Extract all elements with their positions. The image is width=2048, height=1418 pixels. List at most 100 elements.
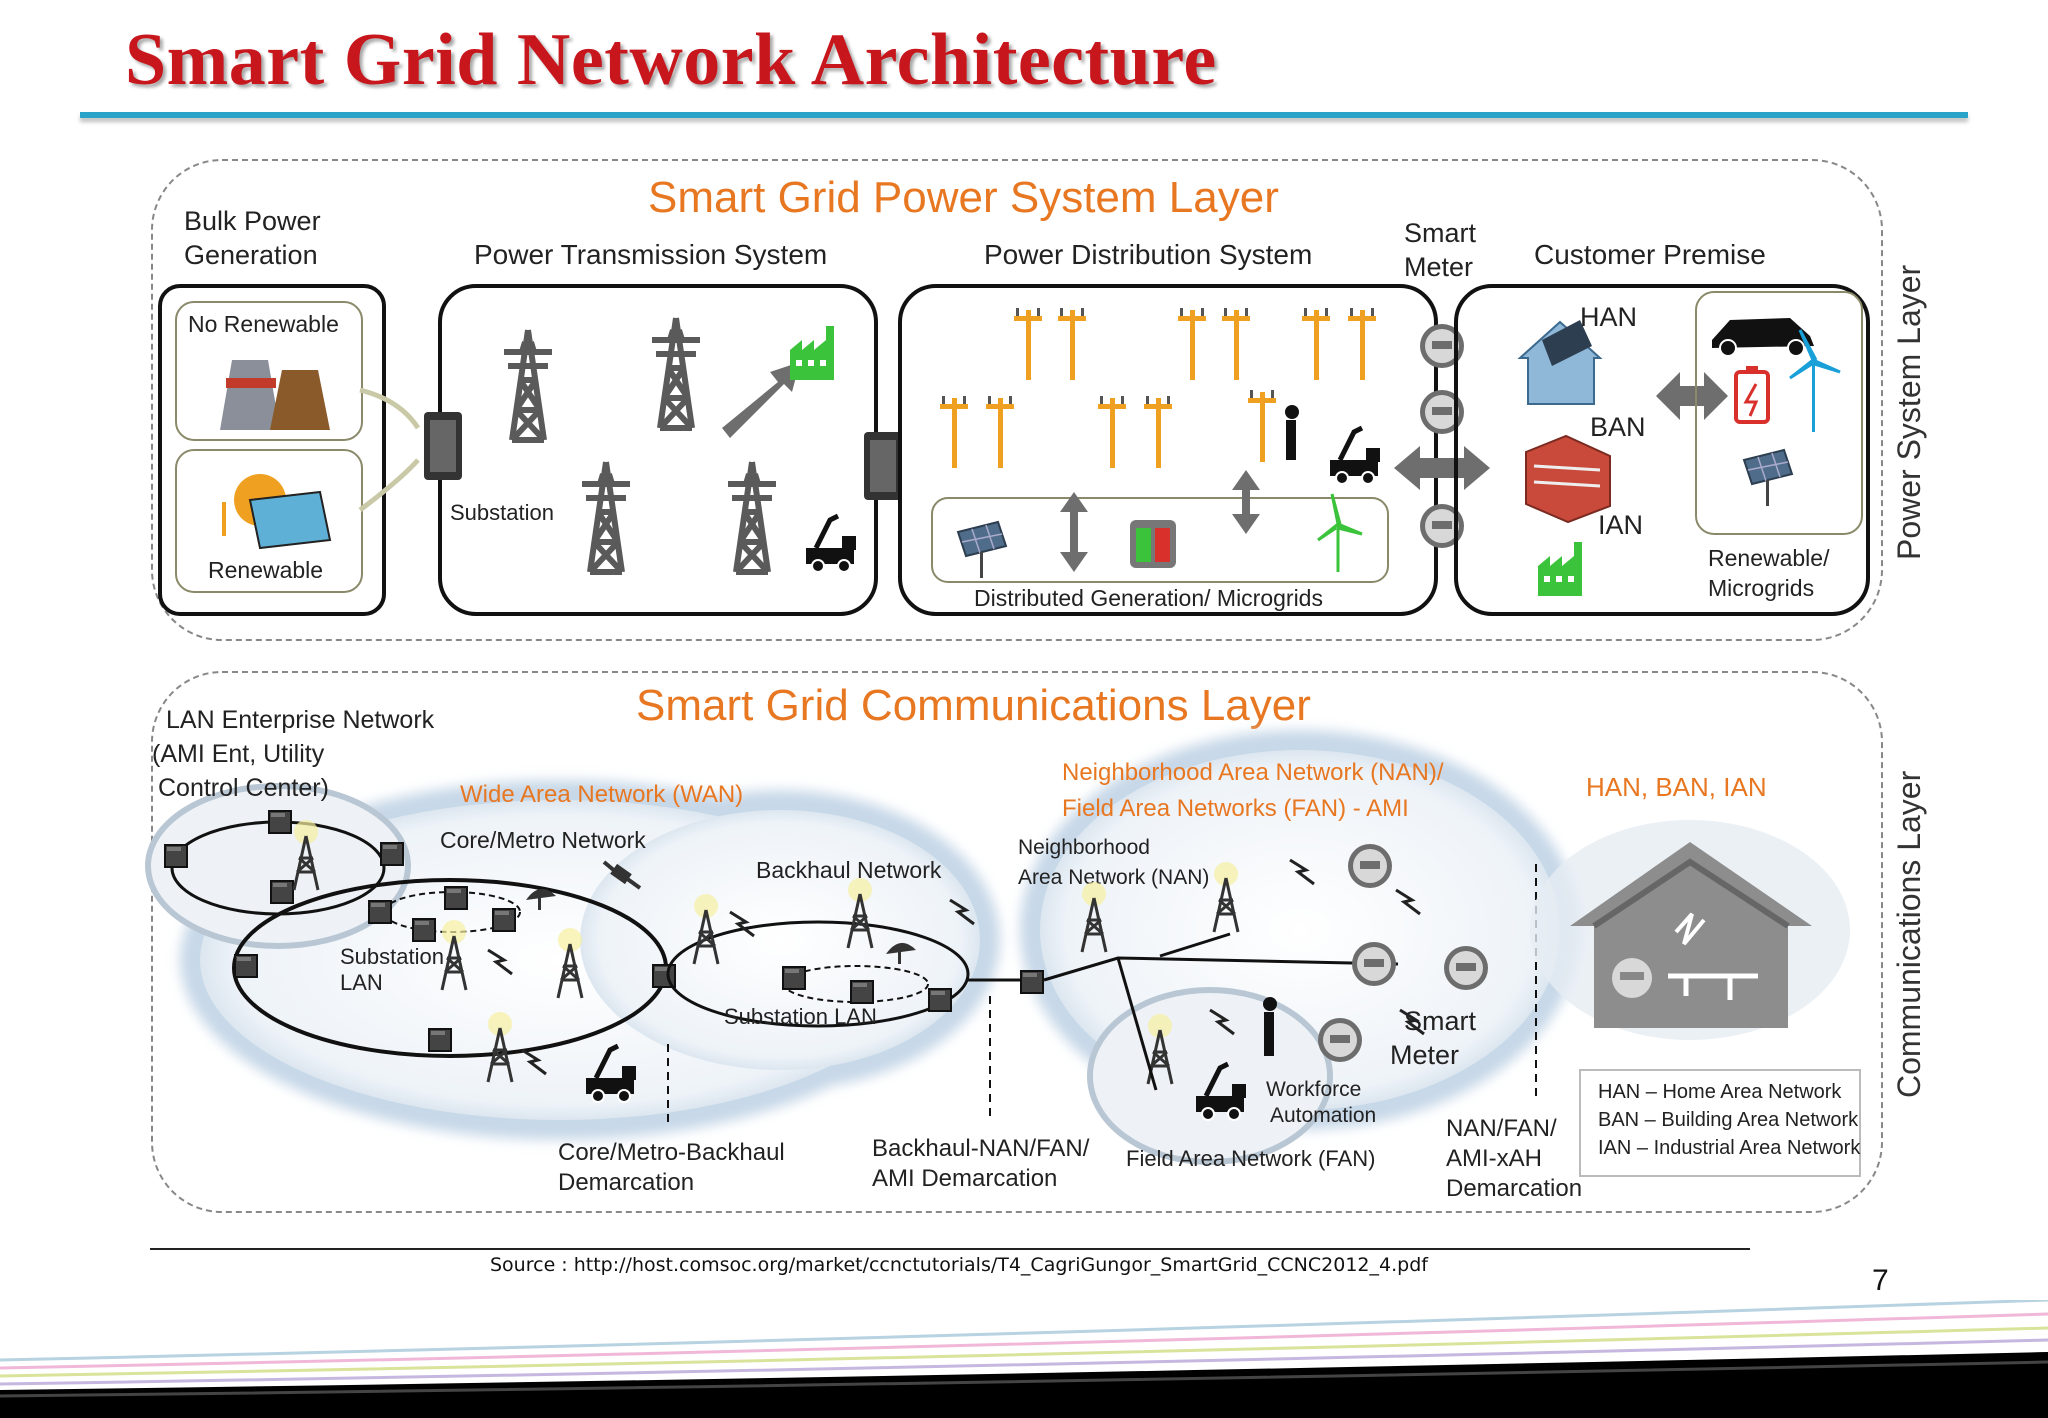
power-layer-border — [151, 159, 1883, 641]
han-label: HAN — [1580, 302, 1637, 332]
nan-label-1: Neighborhood — [1018, 836, 1150, 859]
power-plant-icon — [220, 360, 330, 430]
truck-icon — [1330, 428, 1380, 484]
utility-pole-icon — [1058, 308, 1086, 380]
link-line — [1116, 957, 1158, 1091]
fan-label: Field Area Network (FAN) — [1126, 1146, 1375, 1171]
wind-turbine-icon — [1789, 329, 1841, 432]
satellite-dish-icon — [526, 888, 556, 910]
renewable-microgrids-label-2: Microgrids — [1708, 575, 1814, 601]
transmission-tower-icon — [652, 318, 700, 428]
decorative-footer-band — [0, 1300, 2048, 1418]
renewable-icon — [222, 474, 332, 550]
router-icon — [1020, 970, 1044, 994]
smart-meter-icon — [1348, 844, 1392, 888]
transmission-tower-icon — [582, 462, 630, 572]
distributed-generation-label: Distributed Generation/ Microgrids — [974, 585, 1323, 611]
substation-label: Substation — [450, 500, 554, 525]
substation-lan-2-label: Substation LAN — [724, 1004, 877, 1029]
transmission-box — [438, 284, 878, 616]
slide-title: Smart Grid Network Architecture — [125, 19, 1217, 101]
transformer-icon-1 — [424, 412, 462, 480]
nan-label-2: Area Network (NAN) — [1018, 866, 1209, 889]
workforce-label-2: Automation — [1270, 1104, 1376, 1127]
renewable-box — [175, 449, 363, 593]
comm-smart-meter-label-2: Meter — [1390, 1040, 1459, 1070]
comm-layer-side-label: Communications Layer — [1891, 770, 1927, 1098]
solar-panel-icon — [1743, 449, 1793, 507]
nan-fan-label-1: Neighborhood Area Network (NAN)/ — [1062, 759, 1444, 786]
lan-label-1: LAN Enterprise Network — [166, 706, 435, 734]
backhaul-ring — [666, 920, 970, 1028]
title-rule — [80, 112, 1968, 118]
router-icon — [234, 954, 258, 978]
utility-pole-icon — [1248, 390, 1276, 462]
nan-fan-label-2: Field Area Networks (FAN) - AMI — [1062, 795, 1409, 822]
bulk-power-box — [158, 284, 386, 616]
legend-box — [1579, 1069, 1861, 1177]
distribution-box — [898, 284, 1438, 616]
workforce-label-1: Workforce — [1266, 1078, 1361, 1101]
page-number: 7 — [1872, 1264, 1889, 1297]
bulk-power-label-1: Bulk Power — [184, 206, 321, 236]
bulk-power-label-2: Generation — [184, 240, 318, 270]
fan-cloud — [1087, 987, 1333, 1165]
han-ban-ian-label: HAN, BAN, IAN — [1586, 772, 1767, 802]
architecture-diagram: Smart Grid Power System Layer Power Syst… — [145, 159, 1927, 1213]
smart-meter-icon — [1444, 946, 1488, 990]
wind-turbine-icon — [1316, 492, 1364, 574]
satellite-icon — [602, 860, 642, 890]
transformer-icon-2 — [864, 432, 902, 500]
double-arrow-icon — [1394, 446, 1490, 490]
legend-ban: BAN – Building Area Network — [1598, 1109, 1859, 1131]
backhaul-demarc-label-1: Backhaul-NAN/FAN/ — [872, 1135, 1090, 1162]
smart-meter-label-2: Meter — [1404, 252, 1473, 282]
power-layer-side-label: Power System Layer — [1891, 264, 1927, 560]
enterprise-cloud — [145, 783, 411, 949]
smart-meter-label-1: Smart — [1404, 218, 1477, 248]
router-icon — [412, 918, 436, 942]
substation-lan-label-1: Substation — [340, 944, 444, 969]
double-arrow-icon — [1060, 492, 1088, 572]
electric-car-icon — [1712, 318, 1814, 357]
renewable-microgrids-label-1: Renewable/ — [1708, 545, 1830, 571]
factory-icon — [1538, 542, 1582, 596]
flow-arrow-1 — [359, 387, 421, 430]
flow-arrow-2 — [358, 458, 420, 512]
ban-label: BAN — [1590, 412, 1646, 442]
router-icon — [492, 908, 516, 932]
double-arrow-icon — [1232, 470, 1260, 534]
core-metro-label: Core/Metro Network — [440, 827, 646, 853]
core-metro-demarc-label-1: Core/Metro-Backhaul — [558, 1139, 785, 1166]
utility-pole-icon — [1222, 308, 1250, 380]
router-icon — [444, 886, 468, 910]
building-icon — [1525, 434, 1611, 524]
router-icon — [428, 1028, 452, 1052]
router-icon — [380, 842, 404, 866]
distributed-generation-box — [931, 497, 1389, 583]
source-citation: Source : http://host.comsoc.org/market/c… — [490, 1254, 1428, 1276]
router-icon — [782, 966, 806, 990]
legend-han: HAN – Home Area Network — [1598, 1081, 1842, 1103]
lan-label-3: Control Center) — [158, 774, 329, 802]
renewable-label: Renewable — [208, 557, 323, 583]
transmission-label: Power Transmission System — [474, 239, 827, 270]
battery-icon — [1130, 520, 1176, 568]
ian-label: IAN — [1598, 510, 1643, 540]
smart-meter-icon — [1352, 942, 1396, 986]
router-icon — [928, 988, 952, 1012]
utility-pole-icon — [1178, 308, 1206, 380]
link-line — [1159, 932, 1231, 958]
nan-fan-demarc-label-1: NAN/FAN/ — [1446, 1115, 1557, 1142]
nan-fan-demarc-label-3: Demarcation — [1446, 1175, 1582, 1202]
factory-icon — [790, 326, 834, 380]
router-icon — [268, 810, 292, 834]
transmission-tower-icon — [728, 462, 776, 572]
customer-premise-label: Customer Premise — [1534, 239, 1766, 270]
utility-pole-icon — [1014, 308, 1042, 380]
distribution-label: Power Distribution System — [984, 239, 1312, 270]
router-icon — [270, 880, 294, 904]
comm-smart-meter-label-1: Smart — [1404, 1006, 1477, 1036]
home-network-icon — [1530, 820, 1850, 1040]
comm-layer-border — [151, 671, 1883, 1213]
